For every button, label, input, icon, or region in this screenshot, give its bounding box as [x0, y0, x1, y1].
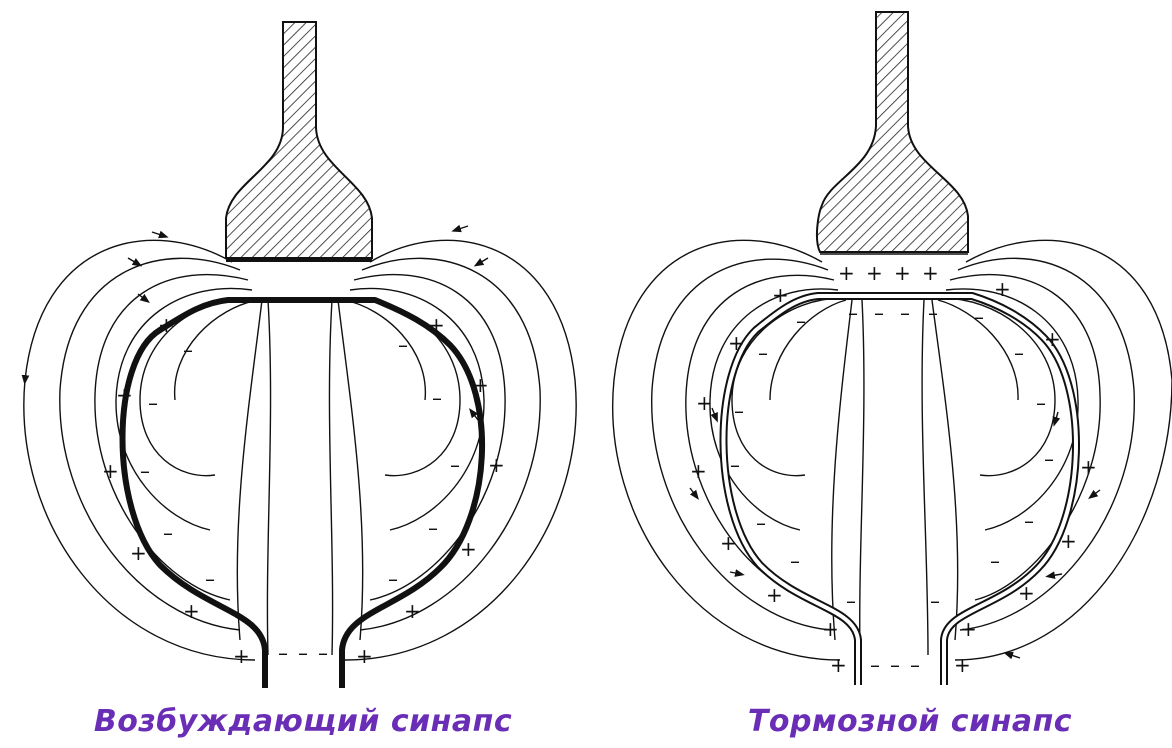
- plus-sign: +: [1044, 327, 1061, 351]
- plus-sign: +: [994, 277, 1011, 301]
- plus-sign: +: [696, 391, 713, 415]
- plus-sign: +: [822, 617, 839, 641]
- minus-sign: –: [874, 301, 884, 325]
- plus-sign: +: [830, 653, 847, 677]
- minus-sign: –: [796, 309, 806, 333]
- field-lines-right: [329, 226, 576, 660]
- minus-sign: –: [990, 549, 1000, 573]
- minus-sign: –: [870, 653, 880, 677]
- caption-excitatory-synapse: Возбуждающий синапс: [93, 704, 513, 739]
- plus-sign: +: [488, 453, 505, 477]
- field-lines-left-inhibitory: [613, 240, 864, 660]
- plus-sign: +: [1080, 455, 1097, 479]
- plus-sign: +: [922, 261, 939, 285]
- caption-inhibitory-synapse: Тормозной синапс: [700, 704, 1120, 739]
- plus-sign: +: [460, 537, 477, 561]
- minus-sign: –: [140, 459, 150, 483]
- minus-sign: –: [1044, 447, 1054, 471]
- minus-sign: –: [163, 521, 173, 545]
- minus-sign: –: [432, 386, 442, 410]
- plus-sign: +: [428, 313, 445, 337]
- minus-sign: –: [298, 641, 308, 665]
- plus-sign: +: [772, 283, 789, 307]
- plus-sign: +: [1018, 581, 1035, 605]
- minus-sign: –: [756, 511, 766, 535]
- minus-sign: –: [1014, 341, 1024, 365]
- plus-sign: +: [183, 599, 200, 623]
- charges-left: + – + – + – + – + – + – – – + + – + – – …: [102, 313, 505, 668]
- minus-sign: –: [428, 516, 438, 540]
- plus-sign: +: [158, 313, 175, 337]
- minus-sign: –: [398, 333, 408, 357]
- postsynaptic-membrane-excitatory: [123, 300, 483, 688]
- minus-sign: –: [900, 301, 910, 325]
- minus-sign: –: [388, 567, 398, 591]
- field-lines-left: [24, 232, 271, 660]
- plus-sign: +: [728, 331, 745, 355]
- minus-sign: –: [318, 641, 328, 665]
- minus-sign: –: [930, 589, 940, 613]
- minus-sign: –: [730, 453, 740, 477]
- presynaptic-terminal-right: [817, 12, 968, 252]
- minus-sign: –: [1036, 391, 1046, 415]
- presynaptic-terminal-left: [226, 22, 372, 258]
- plus-sign: +: [472, 373, 489, 397]
- plus-sign: +: [838, 261, 855, 285]
- minus-sign: –: [205, 567, 215, 591]
- excitatory-synapse: + – + – + – + – + – + – – – + + – + – – …: [24, 22, 576, 688]
- plus-sign: +: [954, 653, 971, 677]
- minus-sign: –: [450, 453, 460, 477]
- plus-sign: +: [960, 617, 977, 641]
- minus-sign: –: [910, 653, 920, 677]
- minus-sign: –: [148, 391, 158, 415]
- plus-sign: +: [404, 599, 421, 623]
- minus-sign: –: [846, 589, 856, 613]
- minus-sign: –: [758, 341, 768, 365]
- plus-sign: +: [720, 531, 737, 555]
- minus-sign: –: [1024, 509, 1034, 533]
- minus-sign: –: [890, 653, 900, 677]
- minus-sign: –: [183, 338, 193, 362]
- inhibitory-synapse: + + + + – – – –: [613, 12, 1172, 685]
- plus-sign: +: [233, 644, 250, 668]
- minus-sign: –: [974, 305, 984, 329]
- minus-sign: –: [790, 549, 800, 573]
- plus-sign: +: [130, 541, 147, 565]
- plus-sign: +: [1060, 529, 1077, 553]
- plus-sign: +: [356, 644, 373, 668]
- plus-sign: +: [102, 459, 119, 483]
- minus-sign: –: [278, 641, 288, 665]
- plus-sign: +: [116, 383, 133, 407]
- plus-sign: +: [690, 459, 707, 483]
- minus-sign: –: [734, 399, 744, 423]
- plus-sign: +: [894, 261, 911, 285]
- plus-sign: +: [866, 261, 883, 285]
- plus-sign: +: [766, 583, 783, 607]
